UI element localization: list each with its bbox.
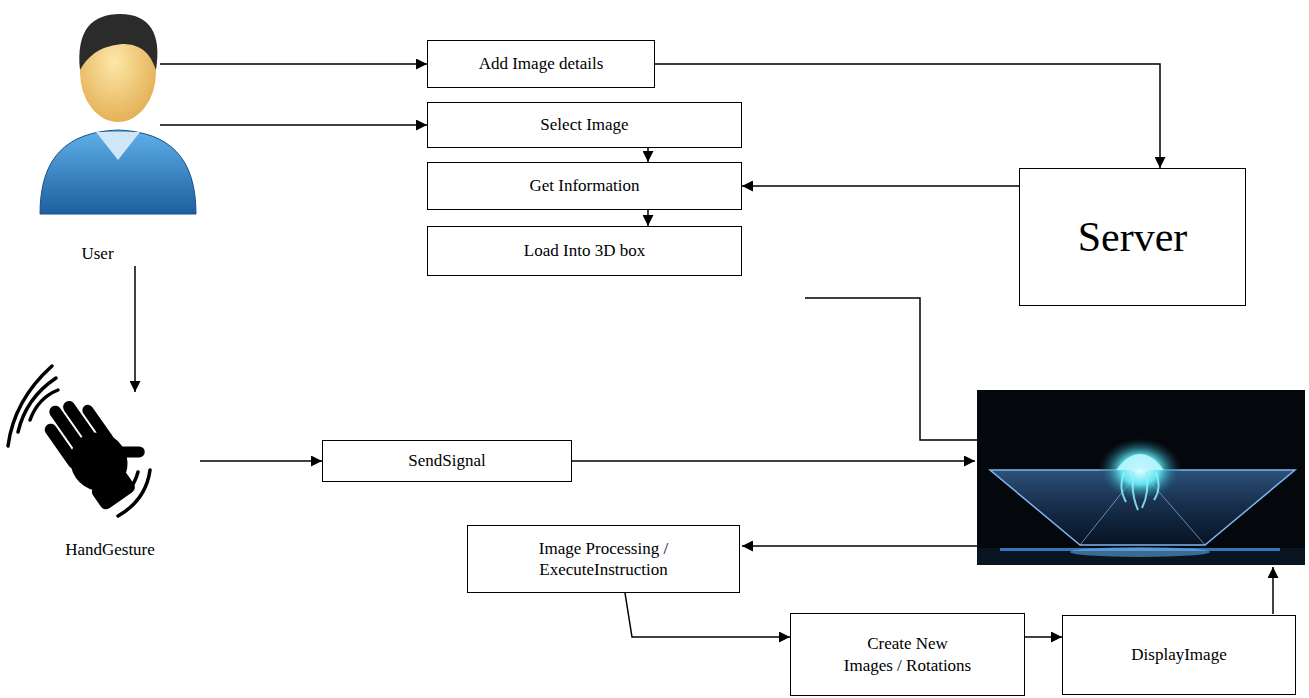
- box-label: Server: [1078, 211, 1188, 264]
- process-box: Image Processing / ExecuteInstruction: [467, 525, 740, 593]
- box-label: Add Image details: [479, 53, 604, 74]
- box-label: DisplayImage: [1131, 644, 1226, 665]
- box-label: SendSignal: [408, 450, 485, 471]
- connector-arrow: [647, 210, 649, 226]
- process-box: DisplayImage: [1062, 615, 1296, 695]
- connector-arrow: [134, 266, 136, 392]
- connector-arrow: [200, 460, 322, 462]
- wave-lines: [8, 366, 150, 516]
- process-box: SendSignal: [322, 440, 572, 482]
- process-box: Create New Images / Rotations: [790, 613, 1025, 696]
- connector-arrow: [625, 593, 790, 637]
- gesture-label: HandGesture: [20, 392, 200, 562]
- box-label: Load Into 3D box: [524, 240, 645, 261]
- user-icon: [40, 14, 196, 214]
- box-label: Create New Images / Rotations: [843, 633, 973, 676]
- hologram-picture: [977, 390, 1305, 565]
- connector-arrow: [160, 124, 427, 126]
- connector-arrow: [1025, 636, 1062, 638]
- icon-label: HandGesture: [65, 539, 155, 560]
- box-label: Select Image: [540, 114, 628, 135]
- process-box: Get Information: [427, 162, 742, 210]
- connector-arrow: [160, 63, 427, 65]
- server-box: Server: [1019, 168, 1246, 306]
- box-label: Image Processing / ExecuteInstruction: [504, 538, 704, 581]
- connector-arrow: [742, 185, 1019, 187]
- user-label: User: [35, 0, 160, 266]
- process-box: Select Image: [427, 102, 742, 148]
- box-label: Get Information: [530, 175, 640, 196]
- process-box: Add Image details: [427, 40, 655, 88]
- icon-label: User: [81, 243, 113, 264]
- connector-arrow: [647, 148, 649, 162]
- process-box: Load Into 3D box: [427, 226, 742, 276]
